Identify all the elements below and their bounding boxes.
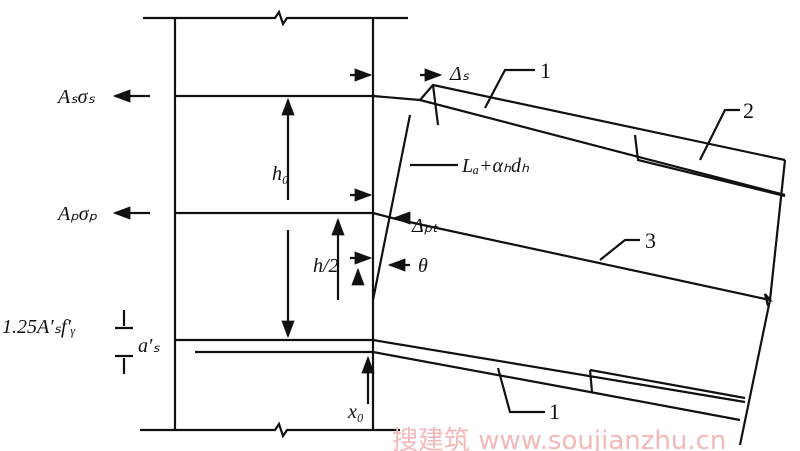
label-ap-sigma-p: Aₚσₚ [56, 203, 98, 225]
label-a-s-prime: a′ₛ [138, 335, 160, 357]
label-h-half: h/2 [313, 255, 339, 277]
dimensions [112, 68, 740, 414]
watermark: 搜建筑 www.soujianzhu.cn [392, 426, 726, 451]
callout-2: 2 [743, 98, 754, 123]
label-x0: x₀ [347, 401, 364, 423]
label-compression: 1.25A′ₛf′ᵧ [2, 316, 76, 338]
callout-3: 3 [645, 228, 656, 253]
label-h0: h₀ [272, 163, 289, 185]
label-as-sigma-s: Aₛσₛ [56, 86, 96, 108]
callout-1-top: 1 [540, 58, 551, 83]
label-la-expr: Lₐ+αₕdₕ [461, 155, 530, 177]
label-delta-s: Δₛ [449, 63, 470, 85]
label-delta-pt: Δₚₜ [411, 215, 439, 237]
callout-1-bottom: 1 [549, 399, 560, 424]
label-theta: θ [418, 255, 428, 277]
rotated-beam [371, 83, 787, 446]
